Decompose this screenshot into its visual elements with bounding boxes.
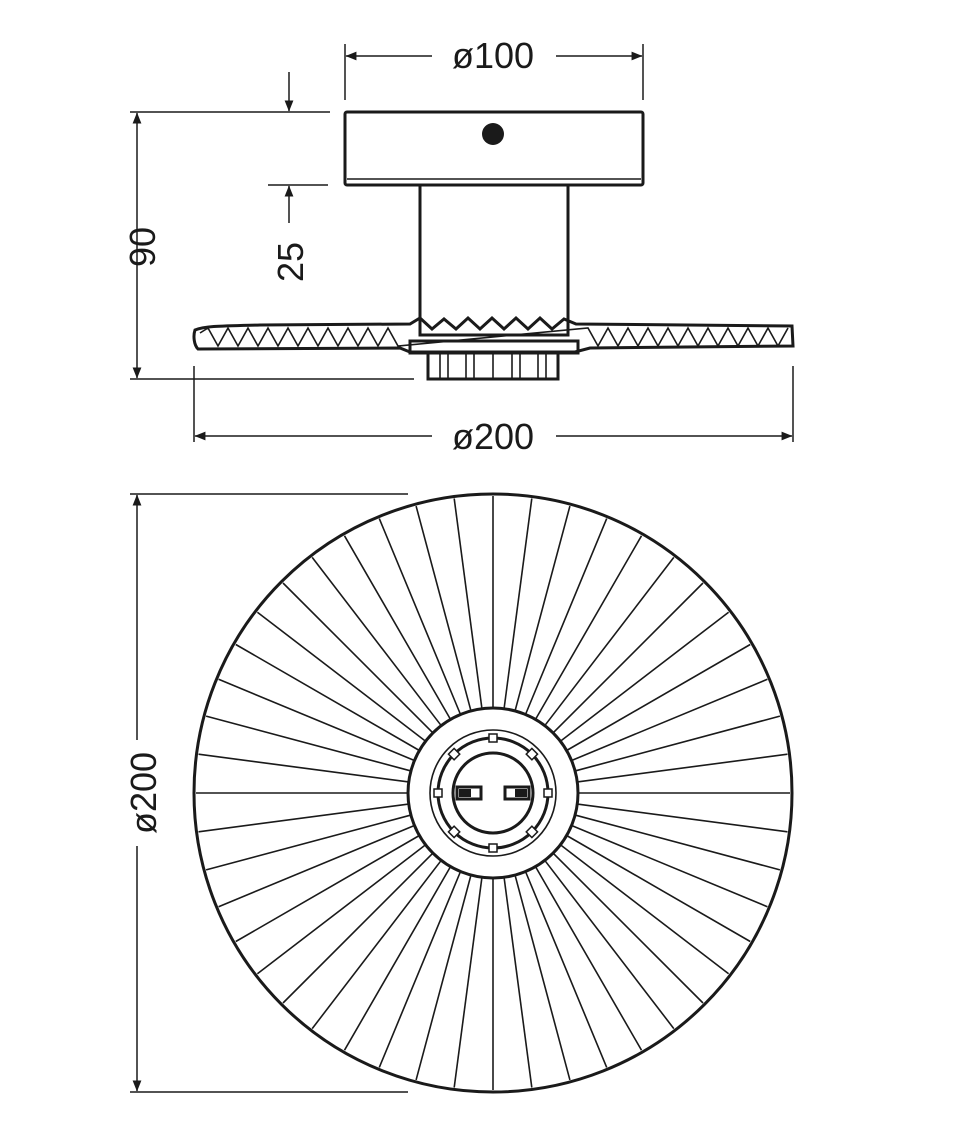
socket-ring <box>426 350 560 381</box>
shade-spoke <box>560 844 730 975</box>
canopy-diameter-label: ø100 <box>452 35 534 76</box>
shade-spoke <box>198 753 408 783</box>
shade-profile <box>192 315 795 354</box>
side-view <box>192 110 795 381</box>
shade-spoke <box>198 803 408 833</box>
shade-spoke <box>567 835 751 943</box>
shade-spoke <box>503 878 533 1088</box>
shade-spoke <box>311 860 442 1030</box>
socket-notch <box>433 788 443 798</box>
socket-notch <box>447 825 461 839</box>
total-height-label: 90 <box>122 227 163 267</box>
socket-notches <box>433 733 553 853</box>
socket-contact-right <box>503 785 531 801</box>
shade-spoke <box>535 867 643 1051</box>
shade-spoke <box>578 753 788 783</box>
canopy-screw-hole <box>482 123 504 145</box>
shade-spoke <box>560 611 730 742</box>
socket-notch <box>488 843 498 853</box>
shade-spoke <box>578 803 788 833</box>
shade-spoke <box>415 505 472 711</box>
canopy-height-label: 25 <box>270 242 311 282</box>
shade-spoke <box>343 535 451 719</box>
shade-spoke <box>256 844 426 975</box>
hub-outer <box>406 706 580 880</box>
dimension-shade-diameter-top: ø200 <box>123 493 408 1093</box>
shade-spoke <box>235 643 419 751</box>
socket-ring-ribs <box>439 353 547 378</box>
shade-spoke <box>572 825 768 908</box>
socket-notch <box>447 747 461 761</box>
shade-spoke <box>525 518 608 714</box>
stem <box>418 183 570 337</box>
shade-spoke <box>282 582 433 733</box>
shade-spoke <box>205 814 411 871</box>
socket-notch <box>525 825 539 839</box>
top-view <box>192 492 794 1094</box>
shade-spoke <box>343 867 451 1051</box>
dimension-canopy-diameter: ø100 <box>344 35 644 100</box>
shade-spoke <box>572 678 768 761</box>
shade-spoke <box>205 715 411 772</box>
dimension-total-height: 90 <box>122 111 414 380</box>
shade-spoke <box>453 498 483 708</box>
shade-spoke <box>235 835 419 943</box>
shade-spoke <box>218 678 414 761</box>
socket-contact-left <box>455 785 483 801</box>
shade-spoke <box>514 505 571 711</box>
hub-ring <box>429 729 557 857</box>
shade-spoke <box>256 611 426 742</box>
shade-spoke <box>575 715 781 772</box>
canopy <box>343 110 645 187</box>
shade-spoke <box>311 556 442 726</box>
shade-spoke <box>415 875 472 1081</box>
shade-pleats <box>199 326 789 348</box>
shade-spoke <box>218 825 414 908</box>
shade-spoke <box>282 853 433 1004</box>
shade-spoke <box>544 556 675 726</box>
dimension-canopy-height: 25 <box>268 72 328 282</box>
shade-spoke <box>525 872 608 1068</box>
shade-spoke <box>514 875 571 1081</box>
shade-diameter-top-label: ø200 <box>123 752 164 834</box>
shade-spoke <box>503 498 533 708</box>
shade-spoke <box>378 872 461 1068</box>
shade-spoke <box>544 860 675 1030</box>
dimension-shade-diameter-side: ø200 <box>193 366 794 457</box>
socket-notch <box>488 733 498 743</box>
shade-spoke <box>567 643 751 751</box>
shade-spoke <box>535 535 643 719</box>
shade-spoke <box>553 853 704 1004</box>
socket-inner <box>451 751 535 835</box>
shade-spoke <box>378 518 461 714</box>
socket-notch <box>525 747 539 761</box>
shade-spoke <box>453 878 483 1088</box>
socket-notch <box>543 788 553 798</box>
shade-spoke <box>553 582 704 733</box>
shade-spokes <box>196 496 790 1090</box>
shade-outline <box>192 492 794 1094</box>
shade-spoke <box>575 814 781 871</box>
shade-diameter-side-label: ø200 <box>452 416 534 457</box>
